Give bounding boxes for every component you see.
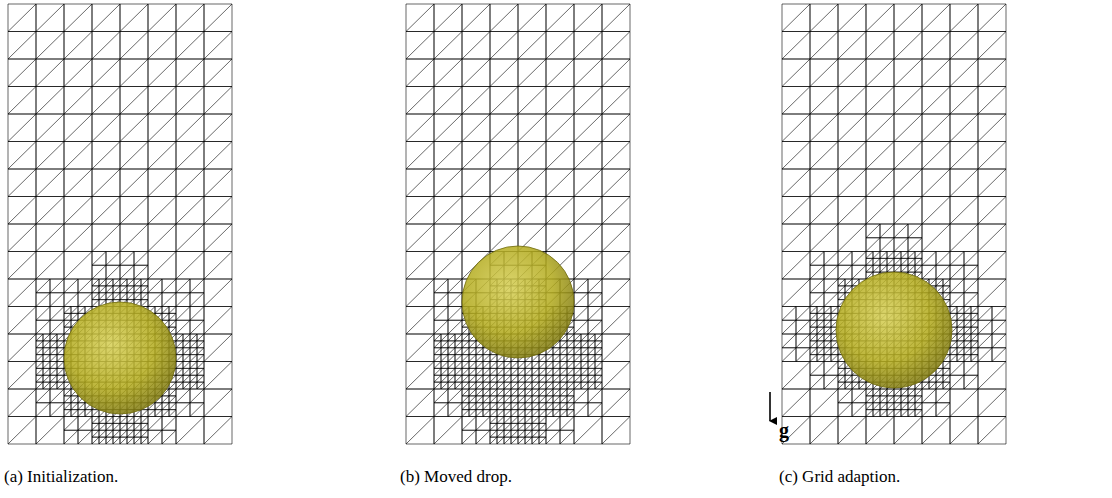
drop-sphere	[64, 302, 176, 414]
drop-sphere	[836, 272, 952, 388]
grid-lines	[8, 4, 232, 444]
mesh-panel	[8, 4, 232, 444]
subfigure-caption: (a) Initialization.	[4, 468, 118, 487]
mesh-panel	[406, 4, 630, 444]
subfigure-caption: (c) Grid adaption.	[779, 468, 900, 487]
grid-lines	[406, 4, 630, 444]
subfigure-caption: (b) Moved drop.	[400, 468, 512, 487]
gravity-arrow	[769, 392, 771, 421]
gravity-label: g	[779, 419, 789, 441]
drop-sphere	[462, 246, 574, 358]
mesh-panel	[782, 4, 1006, 444]
grid-lines	[782, 4, 1006, 444]
